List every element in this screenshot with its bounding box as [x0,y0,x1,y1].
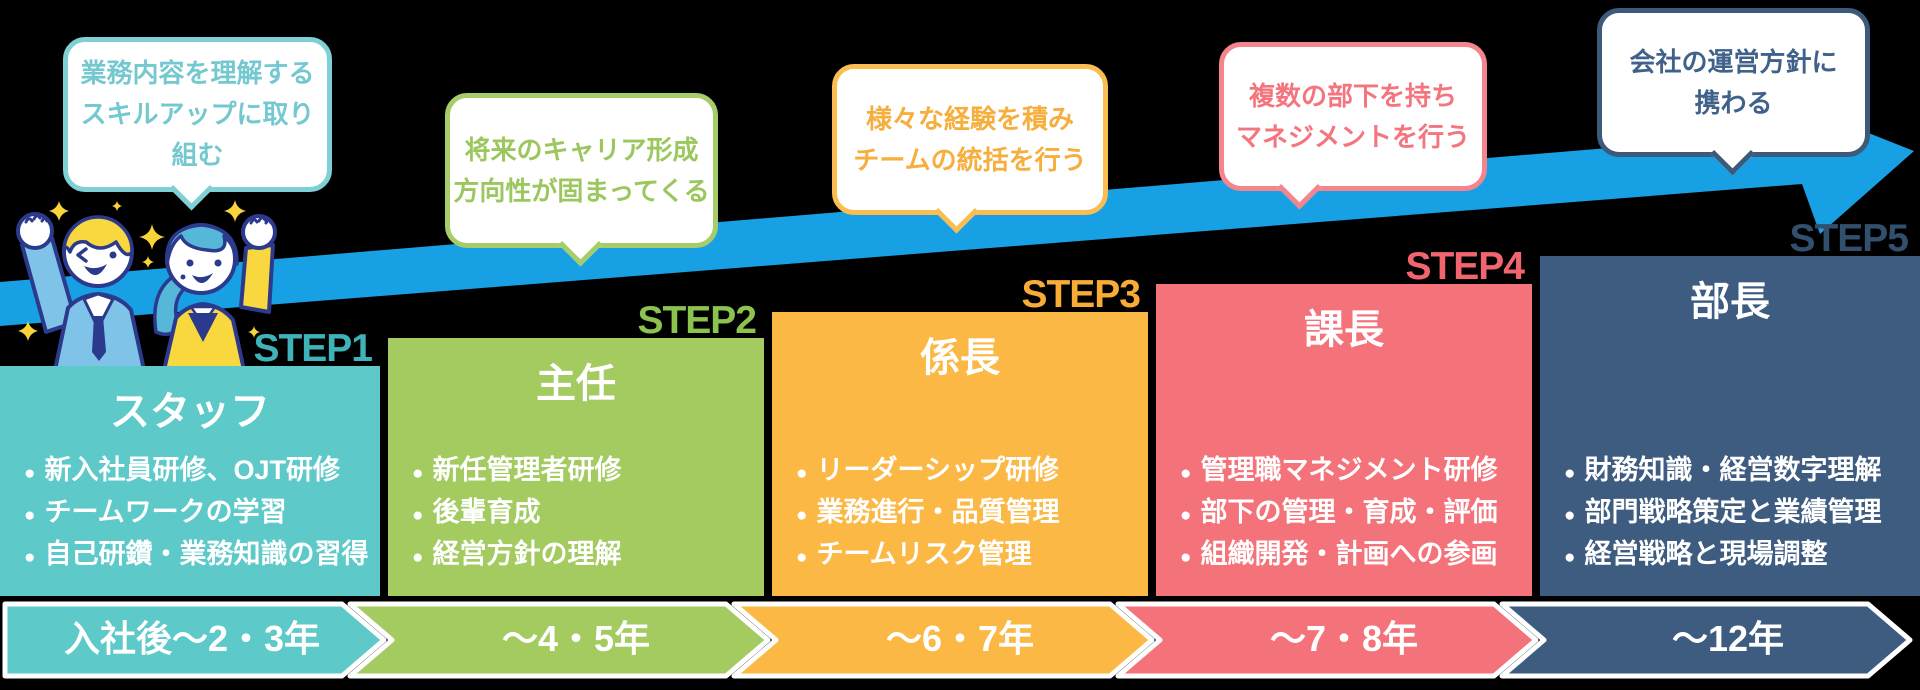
man-illustration [16,212,146,372]
bubble-step4: 複数の部下を持ち マネジメントを行う [1219,42,1487,210]
step-label-5: STEP5 [1789,217,1909,260]
bubble-step3-line1: 様々な経験を積み [865,103,1074,134]
column-section-head-title: 課長 [1304,308,1384,352]
bullet-text: 管理職マネジメント研修 [1200,455,1498,485]
bullet-dot: ● [796,505,808,526]
bullet-dot: ● [24,547,36,568]
bullet-dot: ● [1564,547,1576,568]
bullet-text: 経営方針の理解 [432,539,622,569]
column-subsection-head: 係長 ● リーダーシップ研修 ● 業務進行・品質管理 ● チームリスク管理 [772,312,1148,596]
step-label-3: STEP3 [1021,273,1141,316]
list-item: ● 業務進行・品質管理 [796,490,1142,532]
step-label-1: STEP1 [253,327,373,370]
bullet-text: チームリスク管理 [816,539,1032,569]
bullet-text: 業務進行・品質管理 [816,497,1060,527]
tenure-label-2: 〜4・5年 [501,618,651,659]
bubble-step1: 業務内容を理解する スキルアップに取り組む [63,37,332,211]
list-item: ● 部下の管理・育成・評価 [1180,490,1526,532]
step-label-2: STEP2 [637,299,757,342]
woman-illustration [153,214,277,372]
bubble-step2: 将来のキャリア形成 方向性が固まってくる [445,93,718,267]
bubble-step1-line2: スキルアップに取り組む [80,99,315,170]
column-staff-title: スタッフ [110,390,270,434]
list-item: ● 財務知識・経営数字理解 [1564,448,1914,490]
column-department-head: 部長 ● 財務知識・経営数字理解 ● 部門戦略策定と業績管理 ● 経営戦略と現場… [1540,256,1920,596]
bullet-dot: ● [1564,463,1576,484]
bubble-step5-line1: 会社の運営方針に [1629,46,1838,77]
tenure-label-3: 〜6・7年 [885,618,1035,659]
bullet-text: 自己研鑽・業務知識の習得 [44,539,369,569]
bullet-dot: ● [796,547,808,568]
tenure-bar-4 [1115,601,1539,679]
list-item: ● リーダーシップ研修 [796,448,1142,490]
bullet-dot: ● [1180,505,1192,526]
bubble-step3-line2: チームの統括を行う [853,144,1087,175]
tenure-label-4: 〜7・8年 [1269,618,1419,659]
bubble-step5: 会社の運営方針に 携わる [1597,8,1870,176]
tenure-bar-3 [731,601,1155,679]
list-item: ● 部門戦略策定と業績管理 [1564,490,1914,532]
column-chief-title: 主任 [536,362,616,406]
tenure-bar-2 [347,601,771,679]
column-department-head-title: 部長 [1690,280,1770,324]
tenure-bar-1 [2,601,387,679]
bullet-dot: ● [412,547,424,568]
list-item: ● 後輩育成 [412,490,758,532]
bullet-text: 組織開発・計画への参画 [1200,539,1498,569]
bullet-dot: ● [412,463,424,484]
bullet-dot: ● [1564,505,1576,526]
column-subsection-head-title: 係長 [920,336,1000,380]
bullet-dot: ● [412,505,424,526]
list-item: ● 経営戦略と現場調整 [1564,532,1914,574]
bullet-dot: ● [24,463,36,484]
bullet-text: 財務知識・経営数字理解 [1584,455,1882,485]
list-item: ● チームリスク管理 [796,532,1142,574]
list-item: ● 新入社員研修、OJT研修 [24,448,374,490]
bullet-dot: ● [1180,547,1192,568]
tenure-bar-5 [1499,601,1913,679]
list-item: ● 組織開発・計画への参画 [1180,532,1526,574]
bullet-text: 部下の管理・育成・評価 [1200,497,1498,527]
tenure-label-5: 〜12年 [1671,618,1785,659]
list-item: ● 経営方針の理解 [412,532,758,574]
bullet-text: リーダーシップ研修 [816,455,1059,485]
bubble-step2-line1: 将来のキャリア形成 [464,134,699,165]
column-section-head: 課長 ● 管理職マネジメント研修 ● 部下の管理・育成・評価 ● 組織開発・計画… [1156,284,1532,596]
bubble-step4-line2: マネジメントを行う [1235,121,1470,152]
bullet-text: 経営戦略と現場調整 [1584,539,1828,569]
bullet-text: 後輩育成 [432,497,541,527]
bullet-text: 新入社員研修、OJT研修 [44,455,340,485]
bubble-step2-line2: 方向性が固まってくる [453,175,710,206]
step-label-4: STEP4 [1405,245,1525,288]
bullet-dot: ● [24,505,36,526]
column-chief: 主任 ● 新任管理者研修 ● 後輩育成 ● 経営方針の理解 [388,338,764,596]
bullet-text: 新任管理者研修 [432,455,622,485]
bubble-step5-line2: 携わる [1694,87,1773,118]
bullet-text: チームワークの学習 [44,497,287,527]
list-item: ● チームワークの学習 [24,490,374,532]
column-staff: スタッフ ● 新入社員研修、OJT研修 ● チームワークの学習 ● 自己研鑽・業… [0,366,380,596]
list-item: ● 管理職マネジメント研修 [1180,448,1526,490]
sparkles-icon [18,200,260,341]
bubble-step4-line1: 複数の部下を持ち [1248,80,1457,111]
bullet-dot: ● [796,463,808,484]
bullet-text: 部門戦略策定と業績管理 [1584,497,1882,527]
tenure-label-1: 入社後〜2・3年 [63,618,321,659]
list-item: ● 自己研鑽・業務知識の習得 [24,532,374,574]
bubble-step3: 様々な経験を積み チームの統括を行う [832,64,1108,234]
bullet-dot: ● [1180,463,1192,484]
list-item: ● 新任管理者研修 [412,448,758,490]
bubble-step1-line1: 業務内容を理解する [80,58,315,88]
